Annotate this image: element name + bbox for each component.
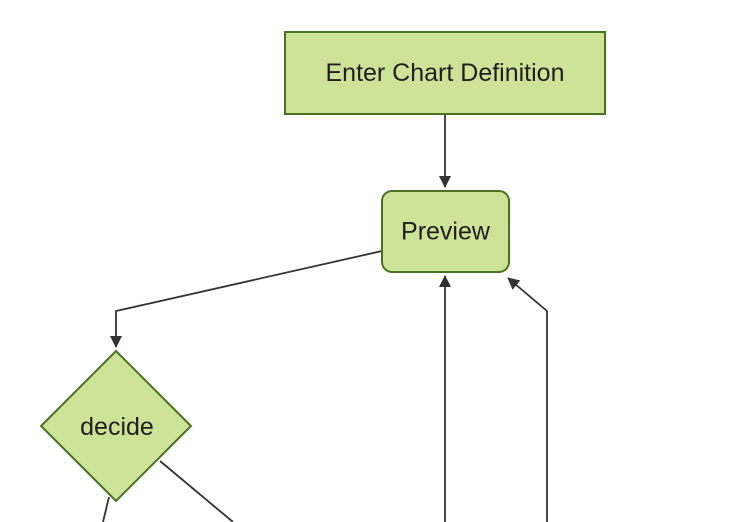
node-decide-label: decide — [80, 413, 154, 441]
node-decide: decide — [39, 349, 193, 503]
node-preview-shape — [381, 190, 510, 273]
node-preview-label: Preview — [401, 218, 491, 246]
node-decide-shape — [39, 349, 193, 503]
edge-decide-to-offscreen-bottom-left — [102, 496, 110, 522]
edge-layer — [102, 114, 548, 522]
edge-offscreen-bottom-right-to-preview — [507, 277, 548, 522]
node-enter-chart-definition-label: Enter Chart Definition — [325, 59, 564, 87]
edge-preview-to-decide — [110, 250, 383, 348]
node-preview: Preview — [381, 190, 510, 273]
node-enter-chart-definition-shape — [284, 31, 606, 115]
node-enter-chart-definition: Enter Chart Definition — [284, 31, 606, 115]
edge-decide-to-offscreen-bottom-right — [159, 460, 234, 522]
